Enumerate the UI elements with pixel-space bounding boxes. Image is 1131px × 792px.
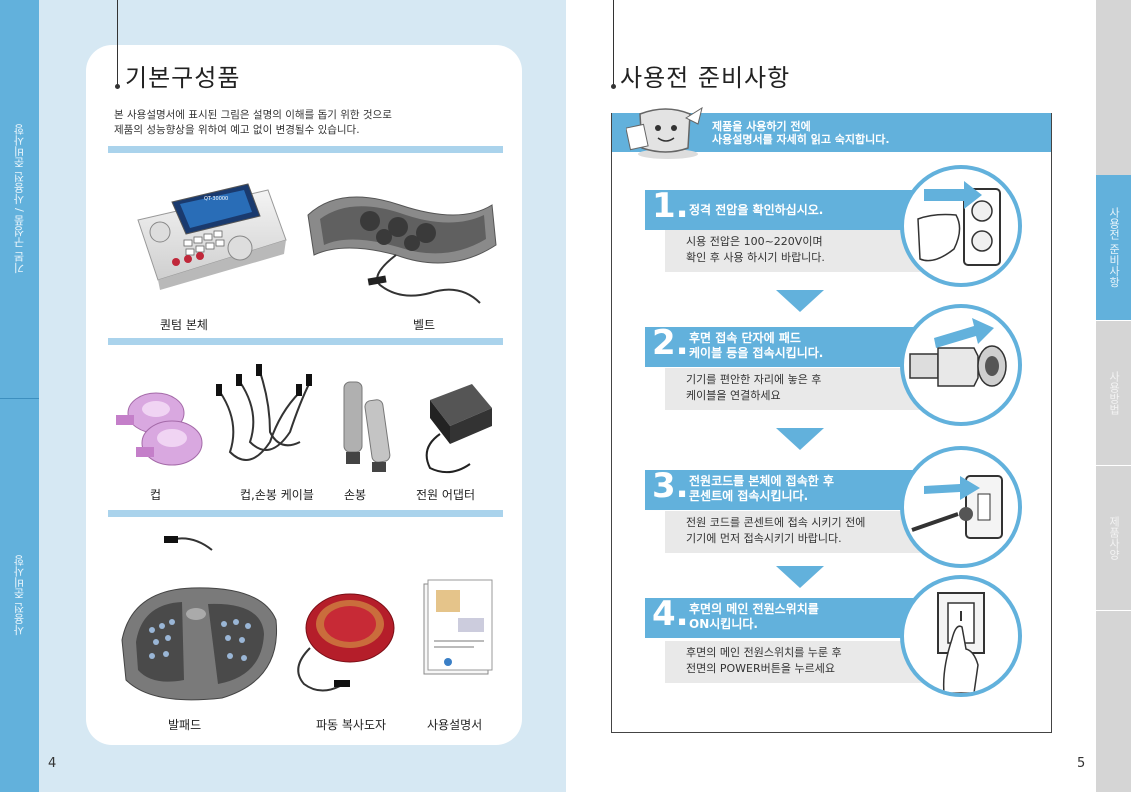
side-tab-basic-components[interactable]: 기본 구성품 / 사용전 준비사항 — [0, 0, 39, 398]
side-tab-preparation-active[interactable]: 사용전 준비사항 — [1096, 175, 1131, 320]
step-4-number: 4. — [652, 594, 689, 634]
divider — [108, 510, 503, 517]
step-3-image — [900, 446, 1022, 568]
page-title-components: 기본구성품 — [125, 64, 241, 92]
power-switch-icon — [937, 592, 985, 693]
step-4-title: 후면의 메인 전원스위치를 ON시킵니다. — [689, 602, 819, 631]
divider — [108, 338, 503, 345]
side-tab-label: 사용전 준비사항 — [1107, 207, 1121, 288]
wave-emitter-illustration — [297, 593, 395, 692]
side-tab-usage[interactable]: 사용방법 — [1096, 320, 1131, 465]
cup-cable-illustration — [216, 364, 312, 461]
title-dot — [115, 84, 120, 89]
step-1-description: 시용 전압은 100~220V이며 확인 후 사용 하시기 바랍니다. — [686, 235, 825, 264]
mascot-icon — [626, 106, 703, 159]
page-number-right: 5 — [1077, 756, 1086, 771]
wall-outlet-icon — [917, 181, 1001, 266]
cup-illustration — [116, 392, 203, 466]
svg-text:QT-30000: QT-30000 — [204, 196, 228, 202]
step-2-title: 후면 접속 단자에 패드 케이블 등을 접속시킵니다. — [689, 331, 824, 360]
manual-booklet-illustration — [423, 579, 493, 675]
step-2-number: 2. — [652, 323, 689, 363]
main-unit-illustration: QT-30000 — [137, 183, 287, 290]
side-tab-preparation[interactable]: 사용전 준비사항 — [0, 398, 39, 792]
step-2-description: 기기를 편안한 자리에 놓은 후 케이블을 연결하세요 — [686, 373, 822, 402]
caption-belt: 벨트 — [413, 318, 436, 332]
cable-connector-icon — [909, 318, 1007, 387]
caption-manual: 사용설명서 — [427, 718, 483, 732]
caption-wave-emitter: 파동 복사도자 — [316, 718, 387, 732]
caption-foot-pad: 발패드 — [168, 718, 202, 732]
title-dot — [611, 84, 616, 89]
step-1-title: 정격 전압을 확인하십시오. — [689, 203, 824, 217]
power-plug-icon — [911, 475, 1003, 539]
caption-power-adapter: 전원 어댑터 — [416, 488, 476, 502]
side-tab-top — [1096, 0, 1131, 175]
caption-hand-rod: 손봉 — [344, 488, 367, 502]
hand-rod-illustration — [343, 381, 391, 472]
side-tab-label: 기본 구성품 / 사용전 준비사항 — [12, 124, 26, 274]
power-adapter-illustration — [425, 384, 492, 474]
step-3-number: 3. — [652, 466, 689, 506]
side-tab-label: 제품사양 — [1107, 516, 1121, 560]
side-tab-label: 사용방법 — [1107, 371, 1121, 415]
title-leader-line — [613, 0, 614, 86]
title-leader-line — [117, 0, 118, 86]
step-3-description: 전원 코드를 콘센트에 접속 시키기 전에 기기에 먼저 접속시키기 바랍니다. — [686, 516, 866, 545]
page-title-preparation: 사용전 준비사항 — [620, 64, 791, 92]
step-1-number: 1. — [652, 186, 689, 226]
foot-pad-illustration — [121, 536, 278, 701]
arrow-down-icon — [776, 290, 824, 312]
banner-text: 제품을 사용하기 전에 사용설명서를 자세히 읽고 숙지합니다. — [712, 120, 890, 146]
step-1-image — [900, 165, 1022, 287]
caption-main-unit: 퀀텀 본체 — [160, 318, 208, 332]
side-tab-bottom — [1096, 610, 1131, 792]
arrow-down-icon — [776, 566, 824, 588]
caption-cable: 컵,손봉 케이블 — [240, 488, 314, 502]
divider — [108, 146, 503, 153]
arrow-down-icon — [776, 428, 824, 450]
caption-cup: 컵 — [150, 488, 162, 502]
step-4-image — [900, 575, 1022, 697]
step-3-title: 전원코드를 본체에 접속한 후 콘센트에 접속시킵니다. — [689, 474, 835, 503]
side-tab-specifications[interactable]: 제품사양 — [1096, 465, 1131, 610]
page-number-left: 4 — [48, 756, 57, 771]
step-4-description: 후면의 메인 전원스위치를 누룬 후 전면의 POWER버튼을 누르세요 — [686, 646, 842, 675]
step-2-image — [900, 304, 1022, 426]
side-tab-label: 사용전 준비사항 — [12, 555, 26, 636]
components-description: 본 사용설명서에 표시된 그림은 설명의 이해를 돕기 위한 것으로 제품의 성… — [114, 109, 392, 136]
belt-illustration — [307, 196, 497, 304]
